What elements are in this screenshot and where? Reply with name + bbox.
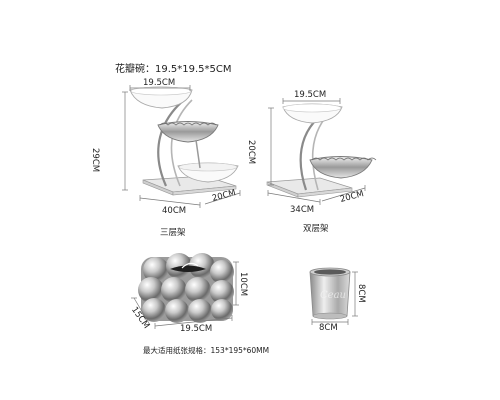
cup-width-label: 8CM xyxy=(319,323,338,333)
tissue-box-width-label: 19.5CM xyxy=(180,324,213,334)
two-tier-top-width-label: 19.5CM xyxy=(294,90,327,100)
cup-height-label: 8CM xyxy=(356,284,366,303)
tissue-box-image xyxy=(138,253,234,323)
bowl-spec-label: 花瓣碗：19.5*19.5*5CM xyxy=(115,64,232,75)
two-tier-caption: 双层架 xyxy=(303,224,329,234)
three-tier-stand-image xyxy=(129,86,239,196)
tissue-box-dimension-lines xyxy=(131,261,239,329)
three-tier-base-label: 40CM xyxy=(162,206,187,216)
three-tier-height-label: 29CM xyxy=(90,148,100,173)
tissue-paper-size-note: 最大适用纸张规格：153*195*60MM xyxy=(143,346,270,355)
two-tier-stand-image xyxy=(266,103,377,198)
two-tier-height-label: 20CM xyxy=(246,140,256,165)
three-tier-dimension-lines xyxy=(122,85,241,208)
pen-cup-image: Ceau xyxy=(309,267,351,320)
cup-dimension-lines xyxy=(311,271,358,325)
two-tier-base-label: 34CM xyxy=(290,205,315,215)
three-tier-caption: 三层架 xyxy=(160,228,186,238)
tissue-box-height-label: 10CM xyxy=(238,272,248,297)
svg-text:Ceau: Ceau xyxy=(320,290,346,301)
three-tier-top-width-label: 19.5CM xyxy=(143,78,176,88)
two-tier-dimension-lines xyxy=(267,98,366,205)
